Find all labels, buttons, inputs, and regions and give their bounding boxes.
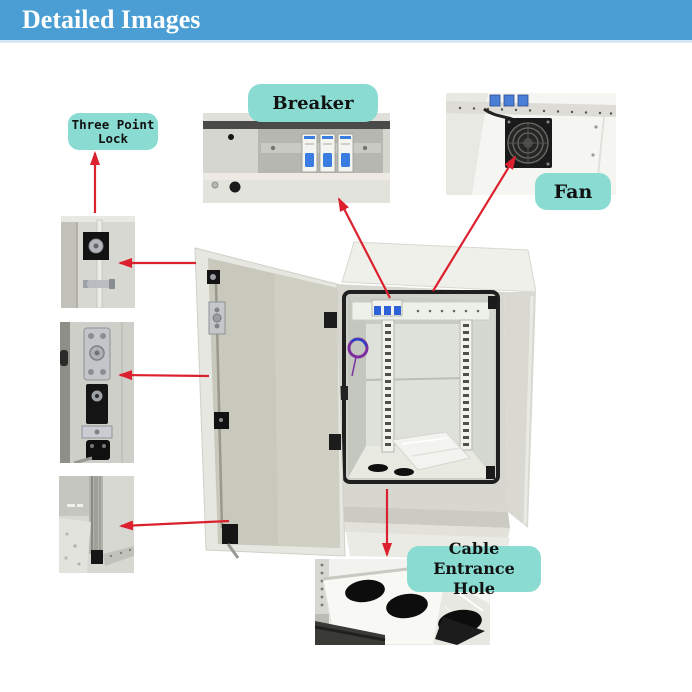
callout-breaker: Breaker: [248, 84, 378, 122]
rod-foot: [91, 550, 103, 564]
cabinet-interior: [347, 296, 494, 478]
callout-cable-entrance-hole: Cable Entrance Hole: [407, 539, 541, 598]
lock-bracket: [86, 440, 110, 460]
cabinet-illustration: [194, 241, 536, 560]
callout-text: Cable Entrance: [433, 539, 515, 578]
header-band: Detailed Images: [0, 0, 692, 43]
page-title: Detailed Images: [22, 5, 201, 34]
circuit-breakers: [301, 133, 354, 173]
door-hinge: [324, 312, 337, 328]
callout-text: Lock: [97, 130, 129, 146]
callout-text: Fan: [553, 180, 593, 203]
door-hinge: [329, 434, 341, 450]
floor-hole: [394, 468, 414, 476]
floor-hole: [368, 464, 388, 472]
breaker-illustration: [203, 113, 390, 203]
cabinet-roof: [341, 241, 536, 293]
lock-mechanism-illustration: [60, 322, 134, 463]
cabinet-door: [194, 247, 346, 559]
rod-bolt: [87, 280, 113, 288]
door-edge: [61, 222, 77, 308]
plastic-sheet: [391, 431, 471, 471]
knob: [229, 181, 241, 193]
callout-three-point-lock: Three Point Lock: [68, 113, 158, 150]
lock-rod: [96, 219, 103, 308]
lock-upper-rod-illustration: [61, 216, 135, 308]
callout-text: Three Point: [71, 116, 155, 132]
cable-entrance-holes: [345, 579, 482, 635]
photo-lock-mechanism: [60, 322, 134, 463]
cabinet-bottom-flange: [338, 506, 510, 528]
callout-text: Hole: [452, 579, 496, 598]
breaker-tops: [489, 94, 529, 107]
callout-fan: Fan: [535, 173, 611, 210]
photo-lock-upper-rod: [61, 216, 135, 308]
fan-unit: [505, 118, 552, 168]
photo-lock-lower-rod: [59, 476, 134, 573]
lock-rod: [94, 476, 98, 554]
callout-text: Breaker: [272, 92, 354, 114]
photo-main-cabinet: [178, 226, 536, 566]
photo-breaker: [203, 113, 390, 203]
door-foot: [222, 524, 238, 544]
back-wall: [366, 324, 468, 446]
lock-lower-rod-illustration: [59, 476, 134, 573]
lock-body: [86, 384, 108, 424]
